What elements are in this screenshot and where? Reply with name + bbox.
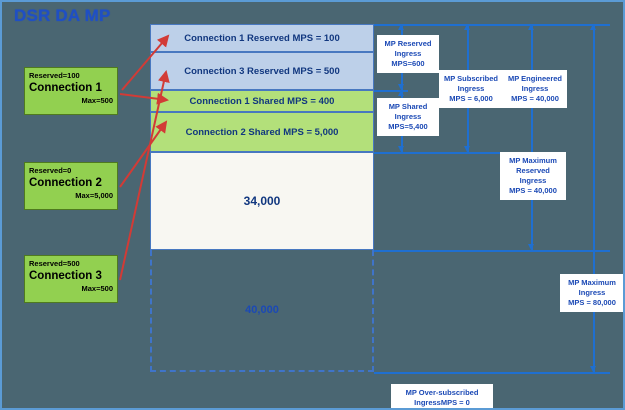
callout-mp-engineered-ingress: MP Engineered Ingress MPS = 40,000: [503, 70, 567, 108]
callout-mp-maximum-reserved-ingress: MP Maximum Reserved Ingress MPS = 40,000: [500, 152, 566, 200]
connection-2-box: Reserved=0 Connection 2 Max=5,000: [24, 162, 118, 210]
callout-line-2: IngressMPS = 0: [414, 398, 470, 407]
bar-segment-connection-1-reserved: Connection 1 Reserved MPS = 100: [150, 24, 374, 52]
oversubscribed-region: 40,000: [150, 250, 374, 372]
bracket-arrow-up-maximum: [590, 24, 596, 30]
callout-mp-shared-ingress: MP Shared Ingress MPS=5,400: [377, 98, 439, 136]
callout-line-1: MP Maximum: [509, 156, 557, 165]
connection-3-name: Connection 3: [29, 270, 102, 282]
bracket-line-mp-engineered-ingress: [531, 24, 533, 250]
callout-line-3: MPS = 6,000: [449, 94, 493, 103]
connection-3-box: Reserved=500 Connection 3 Max=500: [24, 255, 118, 303]
mp-ingress-stacked-bar: Connection 1 Reserved MPS = 100 Connecti…: [150, 24, 374, 250]
bracket-line-mp-maximum-ingress: [593, 24, 595, 372]
callout-line-3: MPS = 80,000: [568, 298, 616, 307]
bracket-tick-top-of-bar: [374, 24, 610, 26]
bracket-arrow-down-maximum: [590, 366, 596, 372]
bracket-arrow-up-shared: [398, 90, 404, 96]
bracket-arrow-down-subscribed: [464, 146, 470, 152]
callout-line-4: MPS = 40,000: [509, 186, 557, 195]
bracket-arrow-down-reserved: [398, 84, 404, 90]
bracket-arrow-up-subscribed: [464, 24, 470, 30]
callout-line-2: Ingress: [521, 84, 549, 93]
callout-line-1: MP Over-subscribed: [405, 388, 479, 397]
callout-mp-maximum-ingress: MP Maximum Ingress MPS = 80,000: [560, 274, 623, 312]
connection-2-name: Connection 2: [29, 177, 102, 189]
callout-line-1: MP Subscribed: [443, 74, 499, 83]
bar-segment-connection-2-shared: Connection 2 Shared MPS = 5,000: [150, 112, 374, 152]
callout-line-2: Ingress: [578, 288, 606, 297]
bar-segment-connection-3-reserved: Connection 3 Reserved MPS = 500: [150, 52, 374, 90]
callout-mp-oversubscribed-ingress: MP Over-subscribed IngressMPS = 0: [391, 384, 493, 408]
bracket-tick-reserved-bottom: [374, 90, 408, 92]
callout-line-3: MPS=600: [391, 59, 425, 68]
callout-line-1: MP Reserved: [384, 39, 432, 48]
bracket-arrow-up-engineered: [528, 24, 534, 30]
bracket-tick-bottom-of-diagram: [374, 372, 610, 374]
bracket-arrow-down-engineered: [528, 244, 534, 250]
callout-line-3: MPS = 40,000: [511, 94, 559, 103]
page-title: DSR DA MP: [14, 6, 111, 25]
connection-1-reserved: Reserved=100: [29, 71, 80, 80]
callout-line-2: Ingress: [394, 112, 422, 121]
bracket-arrow-up-reserved: [398, 24, 404, 30]
bar-segment-connection-1-shared: Connection 1 Shared MPS = 400: [150, 90, 374, 112]
callout-line-2: Ingress: [394, 49, 422, 58]
callout-line-2: Reserved: [516, 166, 550, 175]
callout-line-1: MP Shared: [388, 102, 428, 111]
callout-line-1: MP Engineered: [507, 74, 563, 83]
connection-1-name: Connection 1: [29, 82, 102, 94]
connection-1-max: Max=500: [81, 96, 113, 105]
callout-line-2: Ingress: [457, 84, 485, 93]
connection-3-reserved: Reserved=500: [29, 259, 80, 268]
bracket-tick-engineered-bottom: [374, 250, 610, 252]
connection-1-box: Reserved=100 Connection 1 Max=500: [24, 67, 118, 115]
callout-line-3: MPS=5,400: [388, 122, 428, 131]
callout-mp-reserved-ingress: MP Reserved Ingress MPS=600: [377, 35, 439, 73]
connection-2-max: Max=5,000: [75, 191, 113, 200]
bracket-tick-shared-bottom: [374, 152, 504, 154]
bracket-arrow-down-shared: [398, 146, 404, 152]
bar-segment-unused-capacity: 34,000: [150, 152, 374, 250]
callout-mp-subscribed-ingress: MP Subscribed Ingress MPS = 6,000: [439, 70, 503, 108]
callout-line-3: Ingress: [519, 176, 547, 185]
connection-3-max: Max=500: [81, 284, 113, 293]
callout-line-1: MP Maximum: [568, 278, 616, 287]
connection-2-reserved: Reserved=0: [29, 166, 72, 175]
